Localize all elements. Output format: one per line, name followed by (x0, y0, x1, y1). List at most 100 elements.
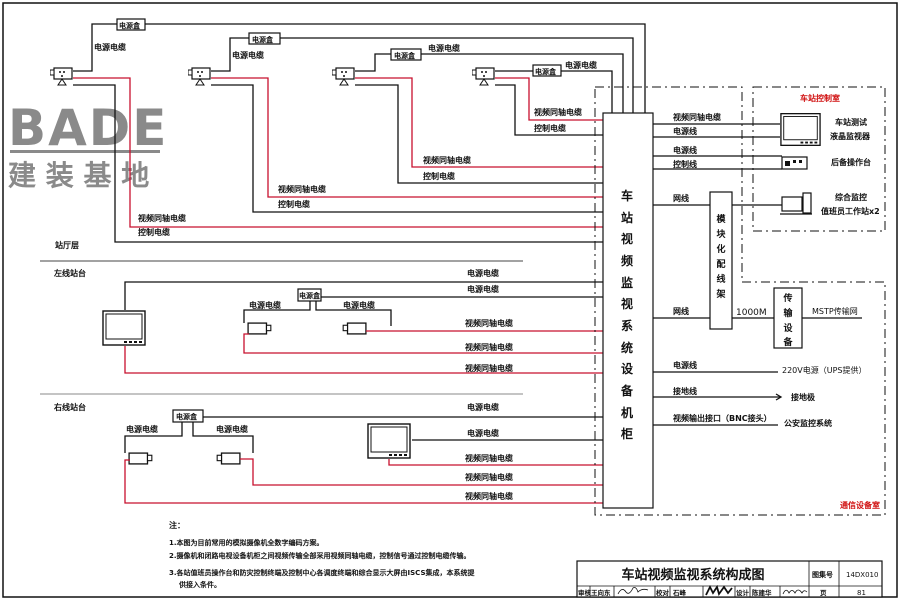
hall-camera-1: 电源盒 电源电缆 视频同轴电缆 控制电缆 (50, 18, 646, 243)
designer-name: 陈建华 (752, 588, 772, 597)
page-label: 页 (820, 589, 827, 597)
logo-subtitle: 建 装 基 地 (8, 159, 149, 192)
monitor-label: 液晶监视器 (830, 131, 871, 141)
hall-camera-4: 电源盒 电源电缆 视频同轴电缆 控制电缆 (472, 60, 613, 136)
drawing-title: 车站视频监视系统构成图 (621, 567, 764, 583)
power-cable-label: 电源电缆 (428, 43, 460, 53)
area-label-hall: 站厅层 (55, 240, 79, 250)
cabinet-label-char: 频 (621, 253, 633, 268)
patch-panel-char: 配 (716, 259, 725, 270)
video-coax-label: 视频同轴电缆 (465, 342, 513, 352)
police-system-label: 公安监控系统 (784, 418, 832, 428)
logo-brand: BADE (8, 99, 168, 157)
cabinet-label-char: 车 (621, 188, 633, 203)
notes: 注： 1.本图为目前常用的模拟摄像机全数字编码方案。 2.摄像机和闭路电视设备机… (169, 520, 475, 589)
camera-icon (332, 67, 355, 86)
area-label-left-platform: 左线站台 (53, 268, 86, 278)
power-box-label: 电源盒 (119, 21, 141, 30)
ground-rod-label: 接地极 (791, 392, 815, 402)
power-cable-label: 电源电缆 (249, 300, 281, 310)
patch-panel: 模 块 化 配 线 架 (709, 191, 733, 330)
transmission-char: 设 (783, 322, 793, 334)
cabinet-label-char: 监 (621, 275, 633, 290)
bnc-label: 视频输出接口（BNC接头） (673, 413, 772, 423)
control-room-label: 车站控制室 (800, 93, 840, 103)
video-coax-label: 视频同轴电缆 (465, 318, 513, 328)
hall-camera-3: 电源盒 电源电缆 视频同轴电缆 控制电缆 (332, 43, 624, 184)
review-label: 审核 (578, 588, 592, 597)
right-platform-devices: 电源盒 电源电缆 电源电缆 电源电缆 电源电缆 视频同轴电缆 视频同轴电缆 视频… (124, 402, 603, 504)
control-room-boundary (752, 86, 886, 232)
comm-room-label: 通信设备室 (840, 500, 880, 510)
cabinet-label-char: 站 (621, 210, 633, 225)
patch-panel-char: 架 (715, 288, 725, 300)
patch-panel-char: 块 (716, 228, 726, 240)
note-item: 1.本图为目前常用的模拟摄像机全数字编码方案。 (169, 538, 324, 547)
cabinet-label-char: 视 (621, 296, 633, 311)
hall-camera-2: 电源盒 电源电缆 视频同轴电缆 控制电缆 (188, 32, 634, 213)
power-cable-label: 电源电缆 (94, 42, 126, 52)
camera-icon (50, 67, 73, 86)
notes-heading: 注： (169, 520, 185, 530)
control-cable-label: 控制电缆 (278, 199, 310, 209)
checker-signature (705, 584, 733, 597)
camera-icon (188, 67, 211, 86)
power-cable-label: 电源电缆 (126, 424, 158, 434)
mstp-label: MSTP传输网 (812, 306, 858, 316)
video-coax-label: 视频同轴电缆 (534, 107, 582, 117)
workstation-label: 综合监控 (835, 192, 867, 202)
transmission-equipment: 传 输 设 备 (773, 287, 803, 349)
ups-power-label: 220V电源（UPS提供） (782, 365, 867, 375)
cabinet-label-char: 统 (621, 340, 633, 355)
video-coax-label: 视频同轴电缆 (465, 453, 513, 463)
bandwidth-label: 1000M (736, 308, 767, 318)
video-coax-label: 视频同轴电缆 (423, 155, 471, 165)
power-cable-label: 电源电缆 (565, 60, 597, 70)
power-box-label: 电源盒 (535, 67, 557, 76)
comm-room-boundary (594, 86, 886, 516)
cabinet-label-char: 柜 (620, 426, 633, 441)
reviewer-signature (617, 587, 649, 595)
control-cable-label: 控制电缆 (534, 123, 566, 133)
camera-icon (128, 452, 153, 465)
check-label: 校对 (656, 588, 670, 597)
video-coax-label: 视频同轴电缆 (465, 472, 513, 482)
note-item: 供接入条件。 (178, 580, 221, 589)
camera-icon (216, 452, 241, 465)
power-line-label: 电源线 (673, 360, 697, 370)
camera-icon (342, 322, 367, 335)
transmission-char: 输 (783, 307, 793, 319)
power-line-label: 电源线 (673, 126, 697, 136)
monitor-icon (102, 310, 146, 346)
designer-signature (782, 589, 808, 595)
patch-panel-char: 线 (716, 273, 725, 285)
control-cable-label: 控制电缆 (423, 171, 455, 181)
atlas-number: 14DX010 (846, 571, 878, 579)
arrow-icon (775, 393, 783, 401)
comm-room-connections: 网线 1000M 传 输 设 备 MSTP传输网 电源线 220V电源（UPS提… (653, 287, 867, 428)
checker-name: 石峰 (672, 588, 687, 597)
power-cable-label: 电源电缆 (216, 424, 248, 434)
monitor-label: 车站测试 (835, 117, 867, 127)
power-cable-label: 电源电缆 (467, 268, 499, 278)
console-icon (781, 156, 808, 170)
network-line-label: 网线 (673, 306, 689, 316)
monitor-icon (367, 423, 411, 459)
video-coax-label: 视频同轴电缆 (465, 363, 513, 373)
network-line-label: 网线 (673, 193, 689, 203)
power-cable-label: 电源电缆 (467, 402, 499, 412)
power-cable-label: 电源电缆 (467, 284, 499, 294)
transmission-char: 备 (782, 336, 793, 348)
camera-icon (247, 322, 272, 335)
power-box-label: 电源盒 (176, 412, 198, 421)
video-coax-label: 视频同轴电缆 (673, 112, 721, 122)
note-item: 2.摄像机和闭路电视设备机柜之间视频传输全部采用视频同轴电缆，控制信号通过控制电… (169, 551, 471, 560)
control-cable-label: 控制电缆 (138, 227, 170, 237)
transmission-char: 传 (782, 292, 792, 304)
cabinet-label-char: 视 (621, 231, 633, 246)
reviewer-name: 王向东 (591, 588, 611, 597)
power-cable-label: 电源电缆 (232, 50, 264, 60)
camera-icon (472, 67, 495, 86)
